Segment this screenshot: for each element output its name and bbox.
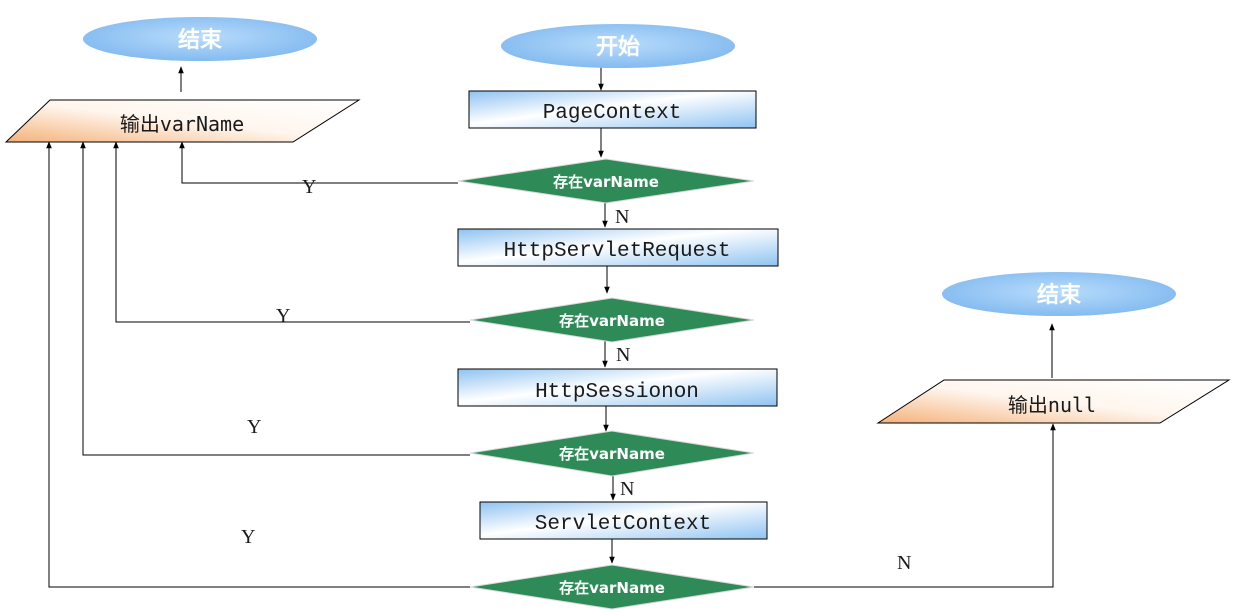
edge-label-n1: N xyxy=(615,206,629,228)
edge-label-n4: N xyxy=(897,552,911,574)
output-varname-label: 输出varName xyxy=(120,112,244,136)
edge-label-n2: N xyxy=(616,344,630,366)
start-node: 开始 xyxy=(501,24,735,68)
edge-label-n3: N xyxy=(620,478,634,500)
connectors xyxy=(46,66,1056,588)
process-http-request: HttpServletRequest xyxy=(457,228,779,267)
edge-labels: Y Y Y Y N N N N xyxy=(241,176,911,574)
process-http-request-label: HttpServletRequest xyxy=(504,240,731,263)
edge-label-y1: Y xyxy=(302,176,316,198)
process-servlet-context-label: ServletContext xyxy=(535,513,711,536)
edge-label-y2: Y xyxy=(276,305,290,327)
end-node-right-label: 结束 xyxy=(1037,282,1082,308)
decision-2-label: 存在varName xyxy=(559,312,665,330)
start-node-label: 开始 xyxy=(596,34,640,60)
decision-3: 存在varName xyxy=(469,430,755,477)
edge-label-y3: Y xyxy=(247,416,261,438)
output-null-label: 输出null xyxy=(1008,393,1096,417)
decision-3-label: 存在varName xyxy=(559,445,665,463)
process-page-context-label: PageContext xyxy=(543,102,682,125)
process-page-context: PageContext xyxy=(468,90,757,129)
output-varname: 输出varName xyxy=(4,99,361,143)
edge-label-y4: Y xyxy=(241,526,255,548)
decision-1: 存在varName xyxy=(457,158,755,204)
decision-4-label: 存在varName xyxy=(559,579,665,597)
decision-4: 存在varName xyxy=(469,564,755,610)
decision-2: 存在varName xyxy=(469,297,755,343)
decision-1-label: 存在varName xyxy=(553,173,659,191)
end-node-left: 结束 xyxy=(83,17,317,61)
process-http-session-label: HttpSessionon xyxy=(535,381,699,404)
process-http-session: HttpSessionon xyxy=(457,368,778,407)
process-servlet-context: ServletContext xyxy=(479,501,768,540)
output-null: 输出null xyxy=(876,379,1231,424)
end-node-right: 结束 xyxy=(942,272,1176,316)
end-node-left-label: 结束 xyxy=(178,27,223,53)
